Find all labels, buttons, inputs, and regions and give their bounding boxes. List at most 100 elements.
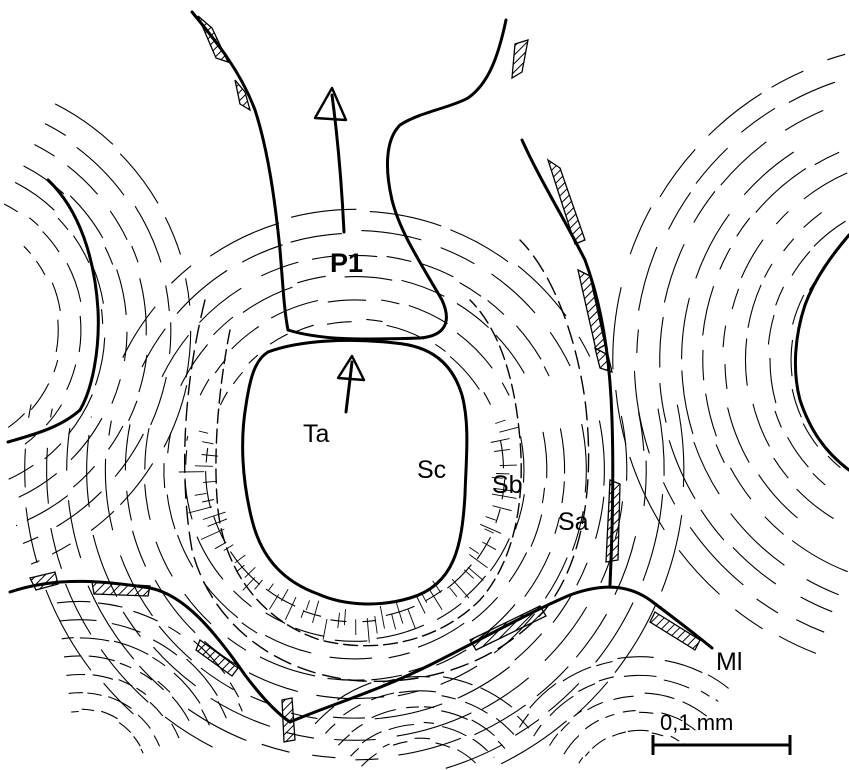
ring-line-central [186,450,187,464]
ring-line-central [482,678,529,710]
ring-line-lower-right [534,725,542,736]
radial-line-central [269,594,278,609]
ring-line-lower-mid [442,696,456,699]
ring-line-central [496,509,500,523]
ring-line-left [165,217,180,254]
ring-line-lower-mid [389,725,414,730]
radial-line-central [235,555,245,563]
ring-line-central-upper [450,357,479,390]
radial-line-central [417,596,426,614]
ring-line-central [375,704,443,719]
ring-line-central [145,484,151,520]
radial-line-central [344,609,345,625]
ring-line-lower-left [98,603,123,607]
ring-line-central-upper [297,276,325,283]
ring-line-lower-left [82,709,94,710]
ring-line-central [615,603,657,673]
ring-line-lower-right [585,720,599,729]
radial-line-central [188,507,212,513]
ring-line-lower-mid [443,677,472,685]
ring-line-central-upper [177,270,227,313]
ring-line-central [355,759,378,760]
ring-line-right [813,473,825,485]
ring-line-lower-mid [473,739,488,751]
ring-line-central [29,404,32,418]
ring-line-central [643,494,663,581]
ring-line-lower-mid [441,711,468,720]
ring-line-central-upper [232,327,259,349]
ring-line-right [639,247,657,311]
ring-line-central [525,552,550,597]
ring-line-left [120,154,158,204]
ring-line-central [145,428,149,469]
ring-line-left [8,414,24,428]
ring-line-right [741,240,763,278]
ring-line-lower-right [564,736,579,755]
ring-line-central [25,449,26,488]
ring-line-right [788,437,809,467]
ring-line-central [577,563,587,585]
ring-line-central [123,612,140,637]
ring-line-central-upper [518,266,566,316]
ring-line-left [43,232,59,253]
ring-line-right [789,82,835,102]
ring-line-central [560,428,564,473]
ring-line-right [804,212,822,227]
radial-line-central [301,610,304,618]
radial-line-central [375,616,377,634]
ring-line-central [599,421,604,486]
ring-line-central [265,635,311,653]
ring-line-central [206,471,211,508]
cement-line-lower-right [290,587,712,722]
ring-line-right [723,326,726,348]
ring-line-right [784,239,794,251]
ring-line-lower-right [561,722,570,731]
ring-line-central-upper [210,223,279,256]
ring-line-right [663,482,674,504]
ring-line-central [234,591,252,607]
ring-line-right [774,458,789,478]
ring-line-central-upper [233,372,242,384]
ring-line-lower-right [639,712,653,713]
ring-line-left [67,365,76,390]
ring-line-lower-left [137,688,146,695]
ring-line-lower-right [701,691,710,696]
ring-line-right [765,517,784,535]
ring-line-lower-left [218,701,226,718]
ring-line-right [792,541,848,572]
ring-line-right [682,371,693,434]
radial-line-central [202,442,213,444]
ring-line-lower-right [645,693,675,699]
ring-line-central [501,721,566,764]
ring-line-left [69,395,93,435]
radial-line-central [215,542,226,548]
ring-line-right [741,108,775,132]
ring-line-central [531,515,542,547]
ring-line-central-upper [295,325,314,332]
ring-line-right [757,599,778,613]
ring-line-lower-left [150,702,163,716]
ring-line-left [67,263,81,302]
ring-line-central [377,625,424,638]
ring-line-central [515,634,542,661]
ring-line-central-upper [271,301,318,319]
radial-line-central [430,590,443,610]
ring-line-central-upper [370,212,441,226]
ring-line-central [187,436,188,441]
ring-line-central [389,653,410,658]
ring-line-lower-right [519,714,528,727]
ring-line-central [312,755,335,758]
hatch-top-left [198,16,228,62]
ring-line-left [109,426,123,450]
ring-line-central [330,657,373,659]
ring-line-left [77,147,124,195]
ring-line-right [791,340,792,376]
ring-line-left [52,283,60,311]
ring-line-central-upper [291,234,342,243]
ring-line-lower-left [119,723,131,733]
ring-line-lower-left [172,697,189,721]
ring-line-left [112,379,120,403]
ring-line-right [770,358,776,403]
radial-line-central [281,589,288,601]
